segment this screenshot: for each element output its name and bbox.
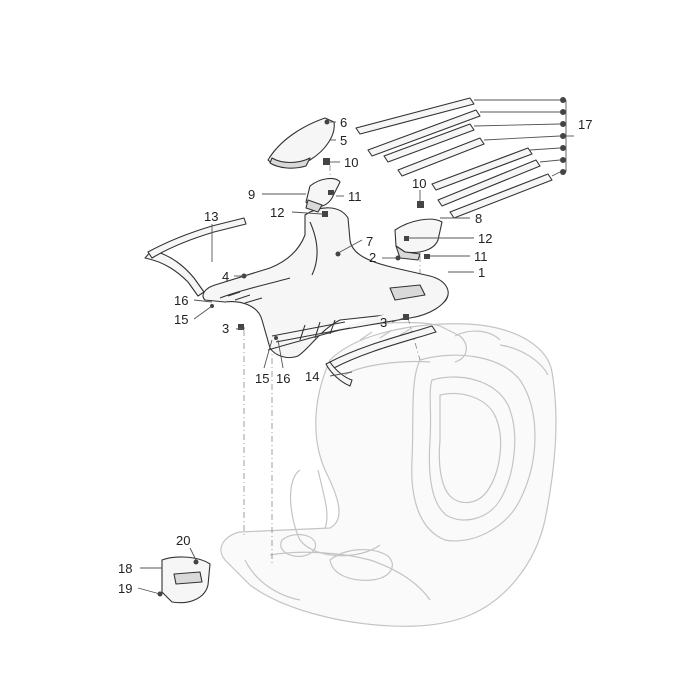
callout-10: 10 — [412, 176, 426, 191]
callout-labels: 1 2 3 3 4 5 6 7 8 9 10 10 11 11 12 12 13… — [118, 115, 592, 596]
pedal-8 — [394, 218, 443, 261]
footboard-part — [202, 207, 449, 359]
trim-strips-17 — [355, 97, 574, 219]
callout-5: 5 — [340, 133, 347, 148]
callout-6: 6 — [340, 115, 347, 130]
hardware — [157, 119, 430, 597]
callout-1: 1 — [478, 265, 485, 280]
callout-12: 12 — [478, 231, 492, 246]
callout-18: 18 — [118, 561, 132, 576]
callout-3: 3 — [222, 321, 229, 336]
callout-15: 15 — [174, 312, 188, 327]
callout-11: 11 — [474, 249, 488, 264]
cover-5 — [267, 117, 335, 169]
callout-9: 9 — [248, 187, 255, 202]
leader-lines — [137, 121, 474, 595]
callout-17: 17 — [578, 117, 592, 132]
scooter-body-outline — [220, 321, 557, 627]
callout-10: 10 — [344, 155, 358, 170]
callout-12: 12 — [270, 205, 284, 220]
callout-16: 16 — [174, 293, 188, 308]
callout-2: 2 — [369, 250, 376, 265]
callout-11: 11 — [348, 189, 362, 204]
callout-7: 7 — [366, 234, 373, 249]
callout-16: 16 — [276, 371, 290, 386]
callout-19: 19 — [118, 581, 132, 596]
callout-3: 3 — [380, 315, 387, 330]
front-plate-18 — [161, 556, 211, 604]
rubber-strip-13 — [144, 217, 247, 297]
callout-13: 13 — [204, 209, 218, 224]
callout-4: 4 — [222, 269, 229, 284]
callout-15: 15 — [255, 371, 269, 386]
callout-8: 8 — [475, 211, 482, 226]
pedal-9 — [305, 177, 341, 213]
callout-14: 14 — [305, 369, 319, 384]
callout-20: 20 — [176, 533, 190, 548]
